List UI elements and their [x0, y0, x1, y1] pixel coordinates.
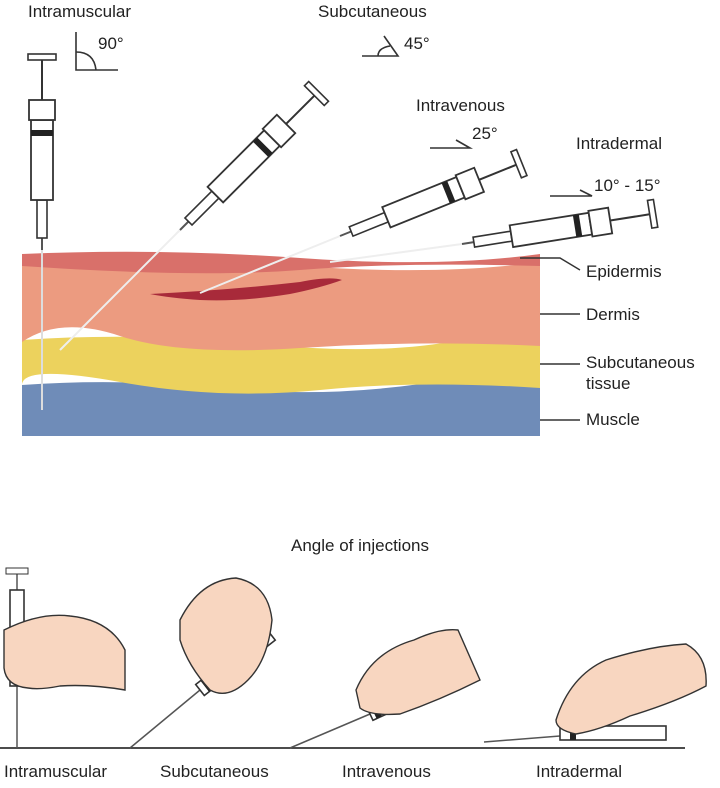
layer-leaders: [520, 257, 581, 421]
syringe-subcutaneous: [59, 80, 330, 351]
dermis-layer: [22, 259, 540, 351]
angle-subcutaneous: 45°: [404, 34, 430, 53]
label-intravenous: Intravenous: [416, 96, 505, 115]
bottom-label-intradermal: Intradermal: [536, 762, 622, 781]
hand-intravenous: [289, 629, 481, 749]
syringe-intravenous: [199, 148, 528, 294]
angle-intradermal: 10° - 15°: [594, 176, 661, 195]
layer-label-epidermis: Epidermis: [586, 262, 662, 281]
label-intramuscular: Intramuscular: [28, 2, 131, 21]
muscle-layer: [22, 377, 540, 436]
label-subcutaneous: Subcutaneous: [318, 2, 427, 21]
bottom-label-subcutaneous: Subcutaneous: [160, 762, 269, 781]
subcutaneous-layer: [21, 332, 540, 394]
layer-label-subcutaneous: Subcutaneous: [586, 353, 695, 372]
figure-title: Angle of injections: [291, 536, 429, 555]
label-intradermal: Intradermal: [576, 134, 662, 153]
syringe-intradermal: [329, 198, 659, 263]
syringe-intramuscular: [27, 53, 57, 410]
bottom-label-intravenous: Intravenous: [342, 762, 431, 781]
angle-intramuscular: 90°: [98, 34, 124, 53]
layer-label-tissue: tissue: [586, 374, 631, 393]
vein: [150, 278, 342, 301]
angle-symbols: [75, 32, 593, 197]
hand-subcutaneous: [129, 577, 277, 749]
hand-intradermal: [483, 643, 707, 743]
hand-intramuscular: [3, 567, 126, 748]
layer-label-muscle: Muscle: [586, 410, 640, 429]
skin-cross-section: [21, 251, 540, 436]
angle-intravenous: 25°: [472, 124, 498, 143]
layer-label-dermis: Dermis: [586, 305, 640, 324]
bottom-label-intramuscular: Intramuscular: [4, 762, 107, 781]
